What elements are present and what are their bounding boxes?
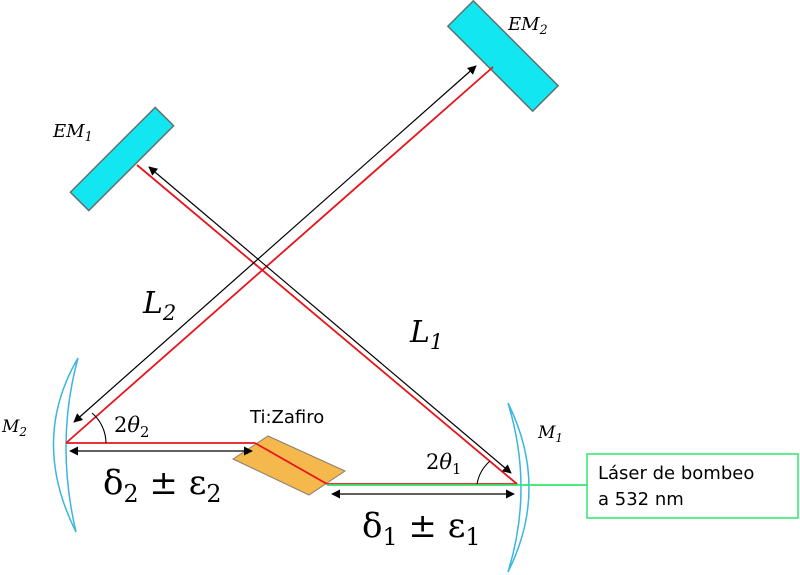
end-mirror-em1 (69, 106, 175, 212)
label-crystal: Ti:Zafiro (249, 407, 324, 428)
label-m1: M1 (537, 423, 563, 445)
pump-laser-label-line1: Láser de bombeo (598, 463, 754, 484)
ti-sapphire-crystal (231, 435, 347, 496)
label-em1: EM1 (52, 121, 93, 144)
label-theta2: 2θ2 (114, 413, 149, 441)
label-em2: EM2 (507, 14, 548, 37)
beam-em2-to-m2 (65, 66, 494, 444)
end-mirror-em2 (446, 0, 560, 113)
pump-laser-label-line2: a 532 nm (598, 489, 684, 510)
curved-mirror-m1 (507, 402, 530, 573)
pump-laser-box (586, 453, 799, 519)
label-delta2: δ2 ± ε2 (103, 463, 222, 508)
arrow-l1 (148, 166, 512, 474)
angle-arc-theta1 (476, 460, 491, 485)
angle-arc-theta2 (91, 412, 107, 444)
label-l2: L2 (142, 286, 176, 325)
label-m2: M2 (1, 417, 27, 439)
arrow-l2 (73, 65, 477, 423)
label-delta1: δ1 ± ε1 (362, 506, 481, 551)
curved-mirror-m2 (52, 357, 79, 533)
label-theta1: 2θ1 (426, 450, 461, 478)
label-l1: L1 (409, 315, 443, 354)
